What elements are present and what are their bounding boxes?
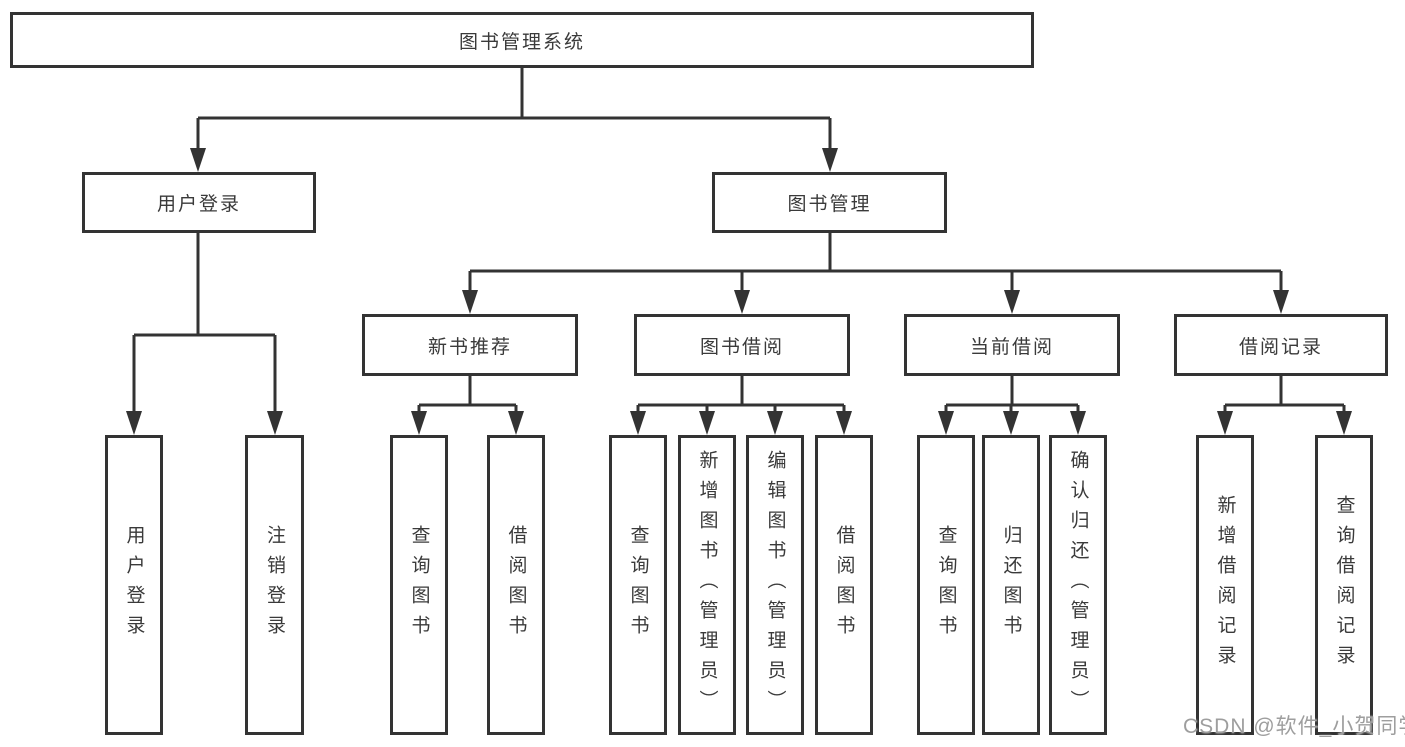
node-current-borrow: 当前借阅 bbox=[904, 314, 1120, 376]
node-label: 新书推荐 bbox=[427, 336, 512, 358]
node-label: 借阅图书 bbox=[505, 525, 527, 645]
csdn-watermark: CSDN @软件_小贺同学 bbox=[1183, 715, 1405, 738]
node-label: 用户登录 bbox=[156, 194, 241, 215]
node-label: 用户登录 bbox=[123, 525, 145, 645]
node-label: 查询图书 bbox=[408, 525, 430, 645]
leaf-logout: 注销登录 bbox=[245, 435, 304, 735]
node-label: 确认归还（管理员） bbox=[1067, 450, 1089, 720]
leaf-borrow-books-borrow: 借阅图书 bbox=[815, 435, 873, 735]
leaf-query-borrow-record: 查询借阅记录 bbox=[1315, 435, 1373, 735]
node-label: 借阅记录 bbox=[1238, 336, 1323, 358]
leaf-return-book: 归还图书 bbox=[982, 435, 1040, 735]
node-new-book-recommend: 新书推荐 bbox=[362, 314, 578, 376]
node-book-borrow: 图书借阅 bbox=[634, 314, 850, 376]
node-label: 归还图书 bbox=[1000, 525, 1022, 645]
node-label: 借阅图书 bbox=[833, 525, 855, 645]
node-label: 编辑图书（管理员） bbox=[764, 450, 786, 720]
leaf-edit-book-admin: 编辑图书（管理员） bbox=[746, 435, 804, 735]
leaf-query-books-current: 查询图书 bbox=[917, 435, 975, 735]
leaf-confirm-return-admin: 确认归还（管理员） bbox=[1049, 435, 1107, 735]
node-label: 新增图书（管理员） bbox=[696, 450, 718, 720]
node-book-management: 图书管理 bbox=[712, 172, 947, 233]
node-label: 图书借阅 bbox=[699, 336, 784, 358]
node-label: 查询图书 bbox=[627, 525, 649, 645]
node-label: 图书管理 bbox=[787, 194, 872, 215]
node-user-login: 用户登录 bbox=[82, 172, 316, 233]
node-borrow-records: 借阅记录 bbox=[1174, 314, 1388, 376]
leaf-user-login: 用户登录 bbox=[105, 435, 163, 735]
leaf-borrow-books-recommend: 借阅图书 bbox=[487, 435, 545, 735]
node-label: 图书管理系统 bbox=[458, 31, 585, 53]
leaf-add-borrow-record: 新增借阅记录 bbox=[1196, 435, 1254, 735]
leaf-query-books-borrow: 查询图书 bbox=[609, 435, 667, 735]
node-label: 查询图书 bbox=[935, 525, 957, 645]
node-library-system: 图书管理系统 bbox=[10, 12, 1034, 68]
node-label: 新增借阅记录 bbox=[1214, 495, 1236, 675]
leaf-query-books-recommend: 查询图书 bbox=[390, 435, 448, 735]
node-label: 当前借阅 bbox=[969, 336, 1054, 358]
node-label: 注销登录 bbox=[264, 525, 285, 645]
leaf-add-book-admin: 新增图书（管理员） bbox=[678, 435, 736, 735]
node-label: 查询借阅记录 bbox=[1333, 495, 1355, 675]
